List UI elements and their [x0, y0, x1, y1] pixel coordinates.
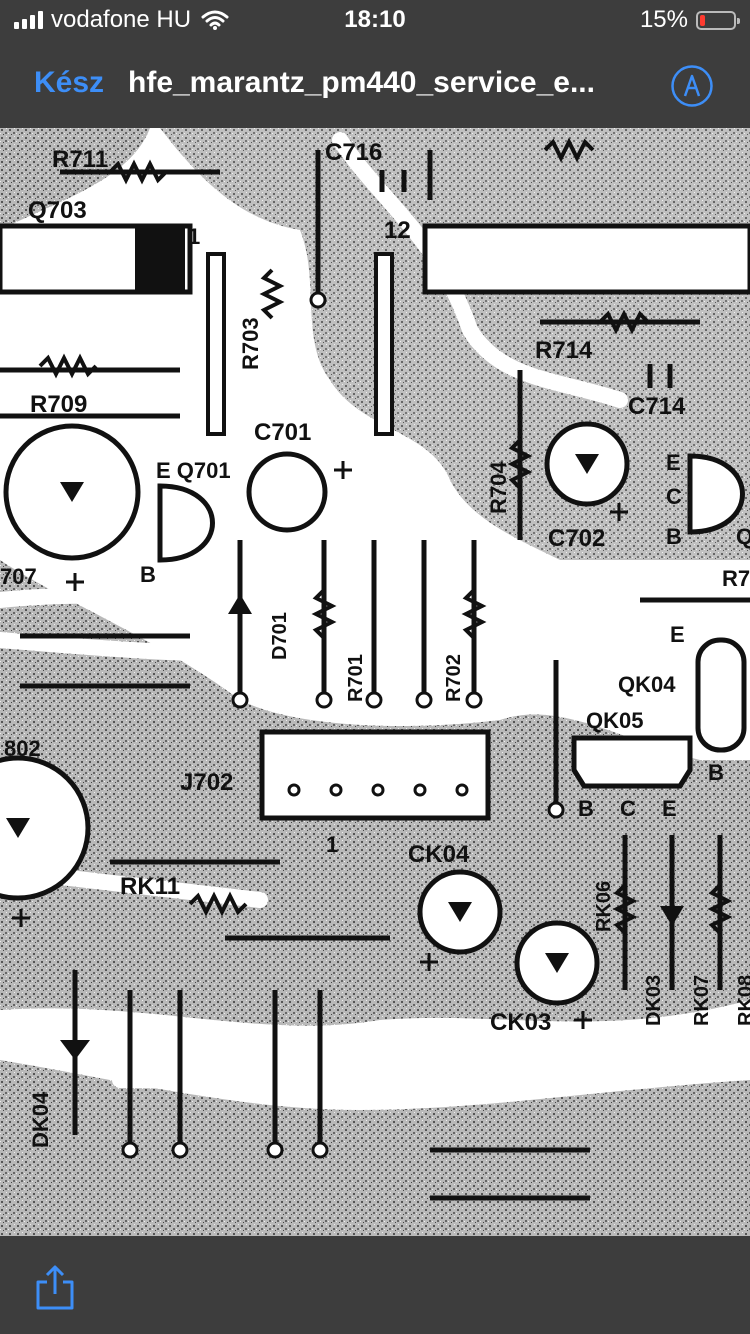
label-pin12: 12: [384, 217, 411, 244]
label-r702: R702: [443, 654, 465, 702]
label-r714: R714: [535, 337, 593, 364]
label-r709: R709: [30, 391, 87, 418]
diode-marks: [6, 170, 684, 1060]
polarity-marks: [12, 461, 628, 1029]
label-rk06: RK06: [593, 881, 615, 932]
label-r703: R703: [238, 317, 263, 370]
label-e-qk04: E: [670, 622, 685, 647]
document-view[interactable]: R711 C716 Q703 1 12 R703 R714 C714 R709 …: [0, 128, 750, 1236]
wifi-icon: [201, 10, 229, 30]
label-c-right: C: [666, 484, 682, 509]
resistors: [38, 137, 733, 935]
pads: [121, 291, 565, 1159]
capacitors: [0, 421, 630, 1006]
battery-percent: 15%: [639, 6, 688, 33]
label-rk08: RK08: [735, 975, 750, 1026]
label-rk07: RK07: [691, 975, 713, 1026]
label-e-right: E: [666, 450, 681, 475]
done-button[interactable]: Kész: [34, 66, 105, 99]
label-b-qk04: B: [708, 760, 724, 785]
label-qk05: QK05: [586, 708, 643, 733]
label-r701: R701: [345, 654, 367, 702]
label-b-q701: B: [140, 562, 156, 587]
bottom-toolbar: [0, 1236, 750, 1334]
signal-icon: [14, 11, 43, 29]
label-pin1-j702: 1: [326, 832, 338, 857]
markup-pen-icon[interactable]: [670, 64, 714, 108]
carrier-name: vodafone HU: [51, 6, 192, 33]
battery-level: [700, 14, 705, 26]
label-c702: C702: [548, 525, 605, 552]
label-c714: C714: [628, 393, 686, 420]
pcb-schematic: R711 C716 Q703 1 12 R703 R714 C714 R709 …: [0, 128, 750, 1236]
label-707: 707: [0, 564, 37, 589]
packages: [0, 223, 750, 821]
label-q703: Q703: [28, 197, 87, 224]
label-j702: J702: [180, 769, 233, 796]
label-e-q701: E Q701: [156, 458, 231, 483]
nav-bar: Kész hfe_marantz_pm440_service_e...: [0, 40, 750, 128]
label-r704: R704: [486, 461, 511, 514]
status-time: 18:10: [344, 6, 406, 33]
label-802: 802: [4, 736, 41, 761]
label-d701: D701: [269, 612, 291, 660]
share-icon[interactable]: [34, 1264, 76, 1312]
label-b-right: B: [666, 524, 682, 549]
label-r711: R711: [52, 146, 108, 173]
label-c-qk05: C: [620, 796, 636, 821]
label-r7-right: R7: [722, 566, 750, 591]
label-pin1-top: 1: [188, 224, 200, 249]
component-labels: R711 C716 Q703 1 12 R703 R714 C714 R709 …: [0, 139, 750, 1148]
status-bar: vodafone HU 18:10 15%: [0, 0, 750, 40]
label-q-right: Q: [736, 524, 750, 549]
label-rk11: RK11: [120, 873, 180, 900]
document-title: hfe_marantz_pm440_service_e...: [128, 66, 595, 99]
label-dk03: DK03: [643, 975, 665, 1026]
label-ck04: CK04: [408, 841, 470, 868]
label-c716: C716: [325, 139, 382, 166]
label-qk04: QK04: [618, 672, 676, 697]
label-e-qk05: E: [662, 796, 677, 821]
label-b-qk05: B: [578, 796, 594, 821]
label-c701: C701: [254, 419, 311, 446]
label-ck03: CK03: [490, 1009, 551, 1036]
battery-icon: [696, 10, 740, 30]
label-dk04: DK04: [28, 1091, 53, 1148]
